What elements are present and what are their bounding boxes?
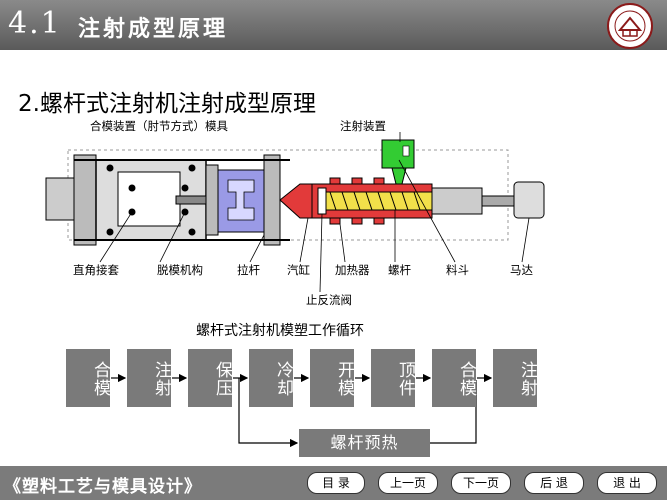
label-hopper: 料斗	[446, 263, 469, 277]
cycle-step: 保压	[188, 349, 232, 407]
label-screw: 螺杆	[388, 263, 411, 277]
back-button[interactable]: 后 退	[524, 472, 584, 494]
cycle-title: 螺杆式注射机模塑工作循环	[196, 323, 364, 339]
cycle-step: 注射	[127, 349, 171, 407]
section-number: 4.1	[8, 6, 62, 41]
cycle-step: 开模	[310, 349, 354, 407]
title-bar: 4.1 注射成型原理	[0, 0, 667, 50]
prev-page-button[interactable]: 上一页	[378, 472, 438, 494]
label-right-angle-sleeve: 直角接套	[73, 263, 119, 277]
label-clamp-unit: 合模装置（肘节方式）模具	[90, 119, 228, 133]
slide-subtitle: 2.螺杆式注射机注射成型原理	[18, 91, 316, 117]
screw-preheat-box: 螺杆预热	[299, 429, 430, 457]
label-ejector: 脱模机构	[157, 263, 203, 277]
label-cylinder: 汽缸	[287, 263, 310, 277]
label-check-valve: 止反流阀	[306, 293, 352, 307]
hopper	[381, 139, 415, 169]
cycle-step: 顶件	[371, 349, 415, 407]
course-title: 《塑料工艺与模具设计》	[4, 477, 202, 497]
section-title: 注射成型原理	[78, 17, 229, 42]
university-logo-icon	[607, 3, 653, 49]
label-heater: 加热器	[335, 263, 370, 277]
cycle-step: 冷却	[249, 349, 293, 407]
injection-machine-diagram	[45, 132, 545, 293]
contents-button[interactable]: 目 录	[307, 472, 365, 494]
cycle-step: 合模	[66, 349, 110, 407]
label-tie-bar: 拉杆	[237, 263, 260, 277]
next-page-button[interactable]: 下一页	[451, 472, 511, 494]
exit-button[interactable]: 退 出	[597, 472, 657, 494]
label-motor: 马达	[510, 263, 533, 277]
cycle-step: 合模	[432, 349, 476, 407]
label-injection-unit: 注射装置	[340, 119, 386, 133]
cycle-step: 注射	[493, 349, 537, 407]
rear-platen	[45, 177, 75, 221]
